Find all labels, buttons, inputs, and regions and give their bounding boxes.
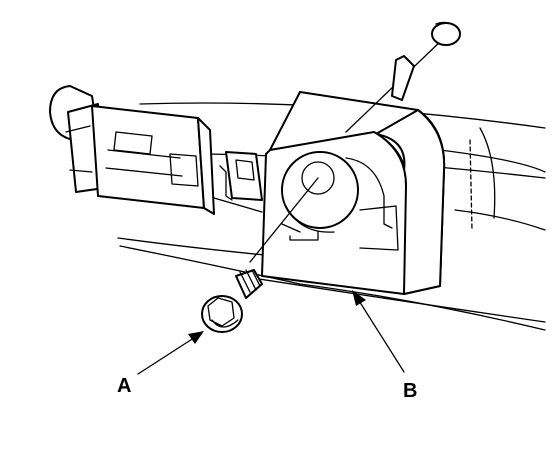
leader-arrow-a: [137, 331, 204, 375]
harness-connector: [49, 85, 215, 215]
callout-label-a: A: [117, 375, 131, 397]
reel-connector: [213, 151, 263, 213]
top-pin: [391, 55, 415, 101]
leader-arrow-b: [352, 290, 405, 373]
top-plug: [431, 21, 461, 46]
column-dashed-edge: [469, 139, 473, 231]
flange-bolt: [201, 269, 263, 333]
callout-label-b: B: [403, 380, 417, 402]
cable-reel-housing: [261, 91, 446, 295]
